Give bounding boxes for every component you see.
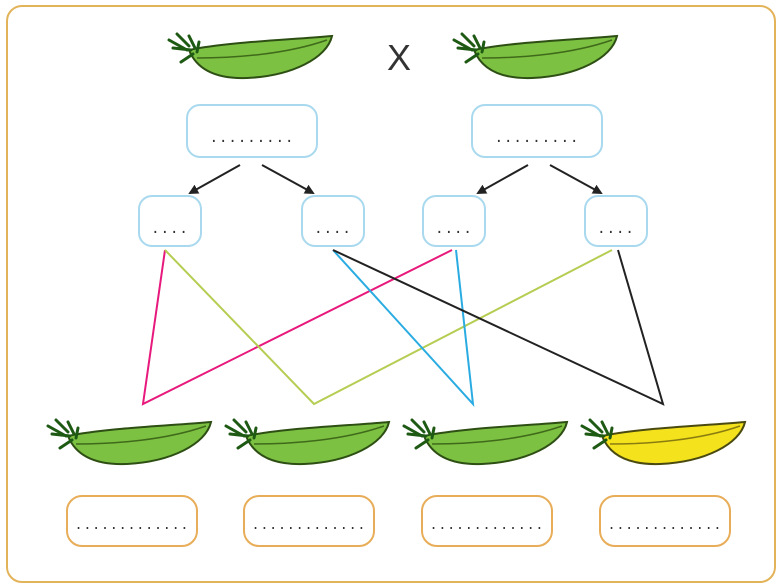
gamete-blank: .... xyxy=(435,221,473,237)
gamete-box-3[interactable]: .... xyxy=(422,195,486,247)
offspring-pod-4 xyxy=(580,418,747,466)
cross-line-magenta xyxy=(141,249,453,406)
gamete-blank: .... xyxy=(314,221,352,237)
parent-pod-left xyxy=(167,32,334,80)
parent-genotype-box-right[interactable]: ......... xyxy=(471,104,603,158)
offspring-genotype-box-3[interactable]: ............. xyxy=(421,495,553,547)
arrow-p1-g1 xyxy=(188,164,241,194)
arrow-p2-g3 xyxy=(476,164,529,194)
offspring-genotype-blank: ............. xyxy=(429,518,545,533)
green-pea-pod-icon xyxy=(46,418,213,466)
cross-symbol: X xyxy=(386,37,411,78)
green-pea-pod-icon xyxy=(224,418,391,466)
arrow-p2-g4 xyxy=(549,164,603,194)
green-pea-pod-icon xyxy=(402,418,569,466)
cross-line-cyan xyxy=(332,249,475,407)
green-pea-pod-icon xyxy=(452,32,619,80)
offspring-genotype-box-2[interactable]: ............. xyxy=(243,495,375,547)
offspring-genotype-blank: ............. xyxy=(607,518,723,533)
gamete-box-2[interactable]: .... xyxy=(301,195,365,247)
parent-pod-right xyxy=(452,32,619,80)
cross-line-olive xyxy=(164,249,613,406)
parent-genotype-box-left[interactable]: ......... xyxy=(186,104,318,158)
offspring-pod-1 xyxy=(46,418,213,466)
green-pea-pod-icon xyxy=(167,32,334,80)
arrow-p1-g2 xyxy=(261,164,315,194)
offspring-genotype-box-4[interactable]: ............. xyxy=(599,495,731,547)
offspring-genotype-blank: ............. xyxy=(74,518,190,533)
gamete-box-4[interactable]: .... xyxy=(584,195,648,247)
parent-genotype-blank: ......... xyxy=(494,130,580,146)
cross-line-black xyxy=(332,249,665,406)
yellow-pea-pod-icon xyxy=(580,418,747,466)
parent-genotype-blank: ......... xyxy=(209,130,295,146)
offspring-pod-3 xyxy=(402,418,569,466)
diagram-frame xyxy=(6,5,776,583)
gamete-box-1[interactable]: .... xyxy=(138,195,202,247)
gamete-blank: .... xyxy=(597,221,635,237)
offspring-genotype-blank: ............. xyxy=(251,518,367,533)
offspring-pod-2 xyxy=(224,418,391,466)
offspring-genotype-box-1[interactable]: ............. xyxy=(66,495,198,547)
gamete-blank: .... xyxy=(151,221,189,237)
